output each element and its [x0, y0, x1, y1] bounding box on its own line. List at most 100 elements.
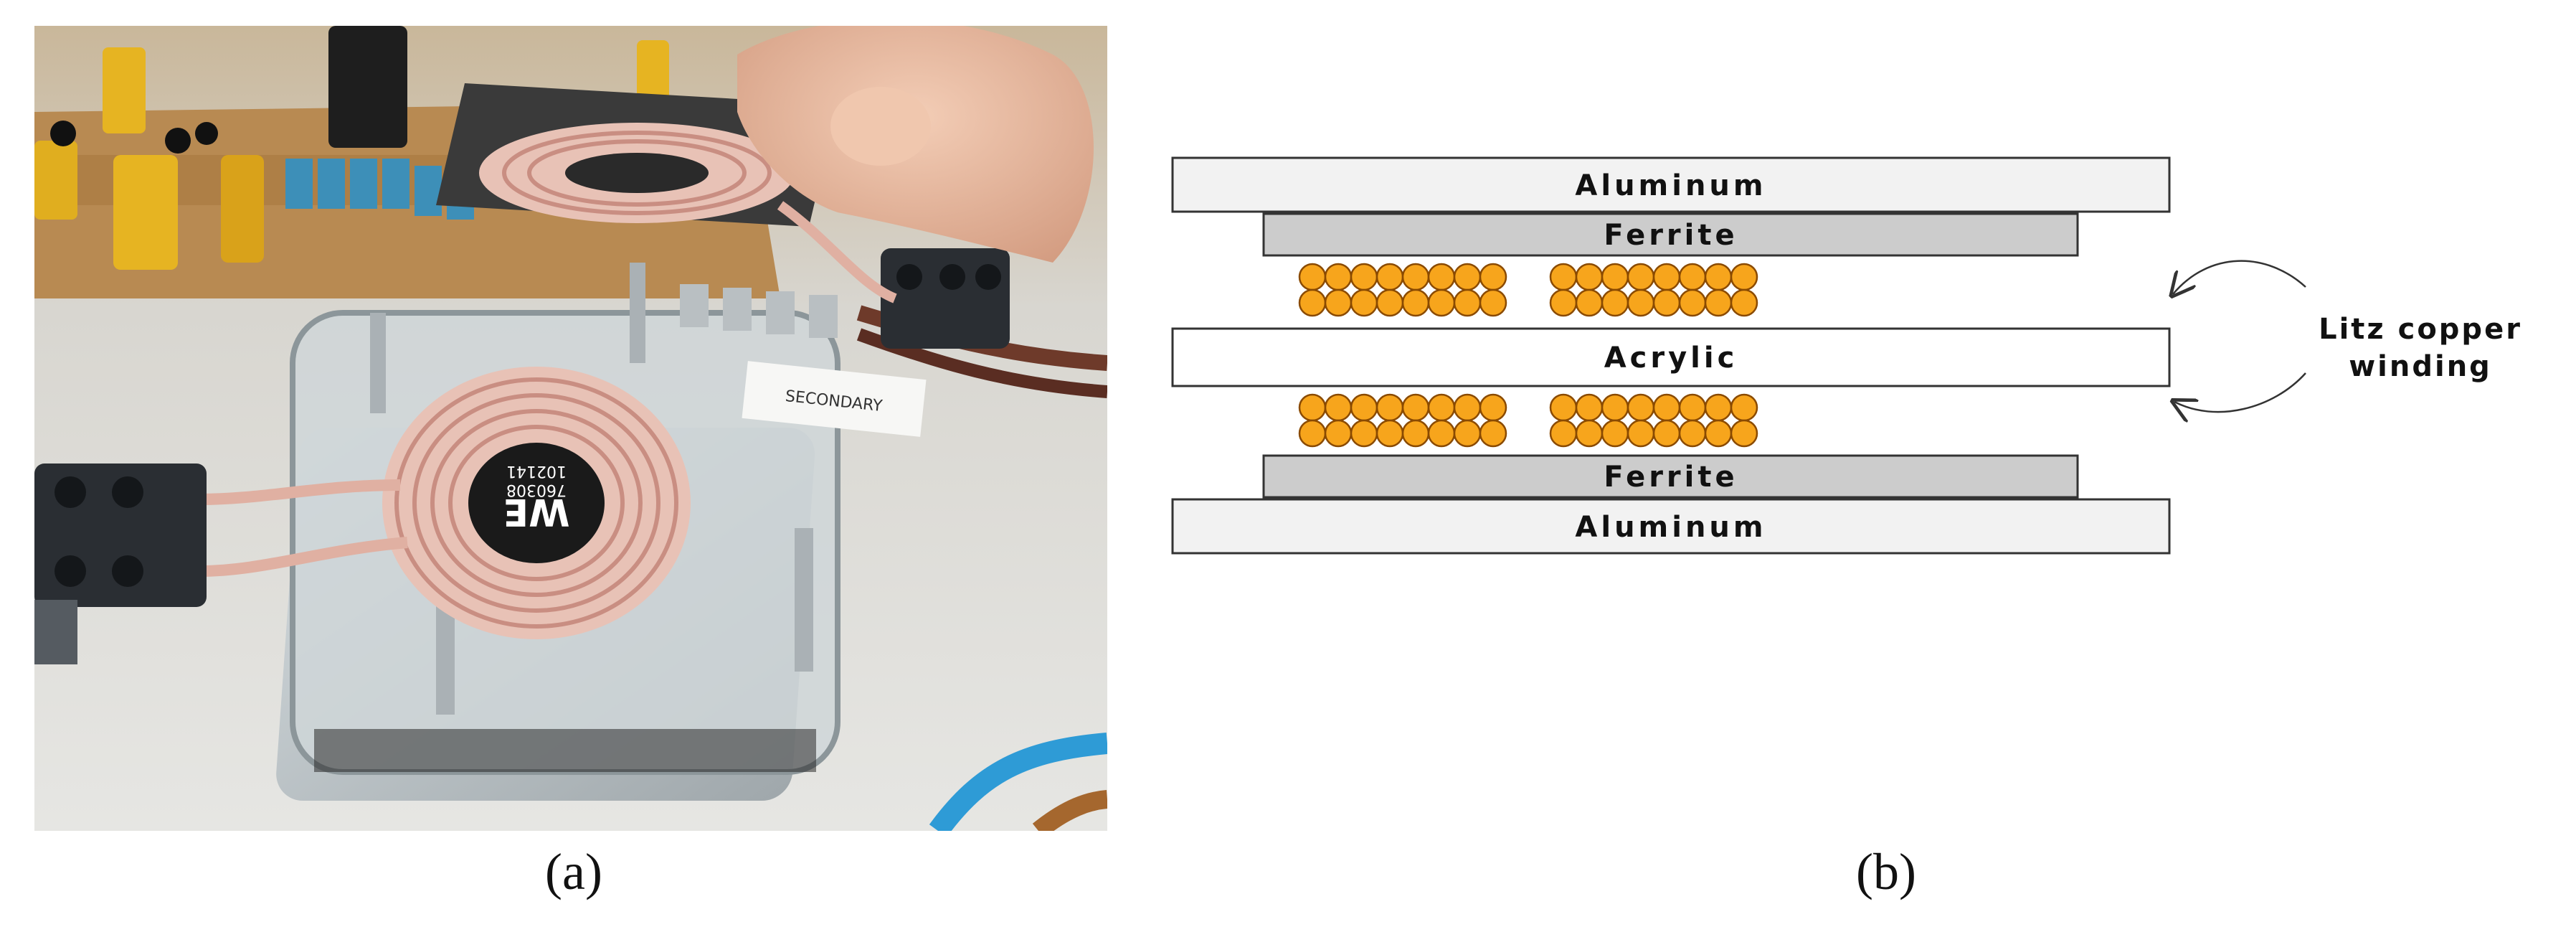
litz-wire-top-b0-r1-5 [1427, 288, 1456, 317]
coil-lot-number: 102141 [506, 462, 567, 480]
litz-wire-bottom-b1-r0-2 [1601, 393, 1629, 422]
litz-wire-top-b0-r1-3 [1375, 288, 1404, 317]
litz-wire-top-b0-r1-6 [1453, 288, 1482, 317]
litz-wire-bottom-b1-r1-1 [1575, 419, 1604, 448]
litz-wire-top-b1-r1-3 [1626, 288, 1655, 317]
label-acrylic: Acrylic [1604, 342, 1738, 375]
litz-wire-bottom-b1-r0-7 [1730, 393, 1758, 422]
layer-top-aluminum [1171, 156, 2171, 213]
litz-wire-top-b1-r0-2 [1601, 263, 1629, 291]
secondary-sign: SECONDARY [742, 361, 927, 437]
callout-arrow-bottom [2174, 372, 2306, 412]
litz-wire-top-b0-r0-3 [1375, 263, 1404, 291]
litz-wire-top-b1-r0-6 [1704, 263, 1733, 291]
photo-panel: WE 760308 102141 [34, 26, 1107, 831]
litz-wire-bottom-b0-r0-3 [1375, 393, 1404, 422]
litz-wire-top-b1-r1-4 [1652, 288, 1681, 317]
cross-section-diagram: Aluminum Ferrite Acrylic Ferrite Aluminu… [1147, 136, 2576, 596]
litz-wire-top-b0-r1-7 [1479, 288, 1507, 317]
litz-wire-top-b1-r0-5 [1678, 263, 1707, 291]
yellow-connectors [34, 40, 669, 270]
litz-wire-bottom-b0-r0-0 [1298, 393, 1327, 422]
litz-wire-bottom-b1-r1-0 [1549, 419, 1578, 448]
label-top-ferrite: Ferrite [1604, 219, 1738, 252]
litz-wire-bottom-b1-r1-5 [1678, 419, 1707, 448]
litz-wire-top-b0-r1-4 [1401, 288, 1430, 317]
hand [737, 26, 1094, 263]
litz-wire-bottom-b1-r1-4 [1652, 419, 1681, 448]
litz-wire-bottom-b1-r1-3 [1626, 419, 1655, 448]
caption-panel-b: (b) [1856, 843, 1916, 900]
litz-wire-bottom-b0-r1-1 [1324, 419, 1353, 448]
litz-wire-bottom-b0-r1-7 [1479, 419, 1507, 448]
electrolytic-capacitor [328, 26, 407, 148]
coil-part-number: 760308 [506, 481, 567, 499]
litz-wire-bottom-b1-r1-2 [1601, 419, 1629, 448]
litz-wire-bottom-b0-r1-0 [1298, 419, 1327, 448]
litz-wire-top-b1-r0-4 [1652, 263, 1681, 291]
primary-coil: WE 760308 102141 [382, 367, 691, 639]
blue-cable [929, 733, 1107, 831]
litz-wire-bottom-b0-r1-2 [1350, 419, 1378, 448]
litz-wire-bottom-b0-r1-3 [1375, 419, 1404, 448]
litz-wire-bottom-b1-r1-6 [1704, 419, 1733, 448]
photo-illustration: WE 760308 102141 [34, 26, 1107, 831]
litz-wire-top-b0-r0-2 [1350, 263, 1378, 291]
litz-wire-top-b0-r0-1 [1324, 263, 1353, 291]
callout-label-line1: Litz copper [2319, 313, 2522, 346]
litz-wire-bottom-b1-r1-7 [1730, 419, 1758, 448]
litz-wire-top-b1-r0-7 [1730, 263, 1758, 291]
litz-wire-bottom-b1-r0-5 [1678, 393, 1707, 422]
wing-nuts [680, 284, 838, 338]
litz-wire-bottom-b0-r0-1 [1324, 393, 1353, 422]
litz-wire-top-b0-r1-0 [1298, 288, 1327, 317]
layer-bottom-ferrite [1262, 454, 2079, 499]
label-top-aluminum: Aluminum [1575, 169, 1766, 202]
litz-wire-bottom-b0-r0-2 [1350, 393, 1378, 422]
litz-wire-bottom-b0-r1-6 [1453, 419, 1482, 448]
litz-wire-bottom-b1-r0-0 [1549, 393, 1578, 422]
litz-wire-bottom-b1-r0-4 [1652, 393, 1681, 422]
label-bottom-ferrite: Ferrite [1604, 461, 1738, 494]
layer-bottom-aluminum [1171, 498, 2171, 555]
litz-wire-bottom-b0-r0-6 [1453, 393, 1482, 422]
litz-wire-top-b0-r0-4 [1401, 263, 1430, 291]
litz-wire-bottom-b1-r0-1 [1575, 393, 1604, 422]
layer-acrylic [1171, 327, 2171, 387]
litz-wire-top-b0-r1-1 [1324, 288, 1353, 317]
litz-wire-top-b1-r0-3 [1626, 263, 1655, 291]
coil-logo: WE [503, 490, 570, 533]
winding-top [1298, 263, 1758, 317]
winding-bottom [1298, 393, 1758, 448]
litz-wire-top-b1-r1-2 [1601, 288, 1629, 317]
litz-wire-top-b1-r1-7 [1730, 288, 1758, 317]
litz-wire-top-b1-r1-6 [1704, 288, 1733, 317]
litz-wire-top-b0-r0-0 [1298, 263, 1327, 291]
litz-wire-bottom-b0-r0-4 [1401, 393, 1430, 422]
litz-wire-bottom-b0-r0-5 [1427, 393, 1456, 422]
black-posts [50, 121, 218, 154]
litz-wire-bottom-b0-r1-4 [1401, 419, 1430, 448]
litz-wire-top-b1-r0-1 [1575, 263, 1604, 291]
cross-section-svg: Aluminum Ferrite Acrylic Ferrite Aluminu… [1171, 156, 2522, 555]
litz-wire-top-b1-r1-1 [1575, 288, 1604, 317]
secondary-coil [436, 83, 897, 303]
litz-wire-top-b0-r0-7 [1479, 263, 1507, 291]
litz-wire-bottom-b0-r0-7 [1479, 393, 1507, 422]
caption-panel-a: (a) [545, 843, 602, 900]
litz-wire-top-b1-r1-0 [1549, 288, 1578, 317]
callout-label-line2: winding [2349, 350, 2492, 383]
terminal-block-right [881, 248, 1010, 349]
litz-wire-top-b0-r1-2 [1350, 288, 1378, 317]
litz-wire-bottom-b0-r1-5 [1427, 419, 1456, 448]
litz-wire-top-b0-r0-5 [1427, 263, 1456, 291]
litz-wire-top-b1-r0-0 [1549, 263, 1578, 291]
litz-wire-top-b1-r1-5 [1678, 288, 1707, 317]
callout-arrow-top [2173, 260, 2306, 294]
layer-top-ferrite [1262, 212, 2079, 257]
litz-wire-top-b0-r0-6 [1453, 263, 1482, 291]
litz-wire-bottom-b1-r0-6 [1704, 393, 1733, 422]
litz-wire-bottom-b1-r0-3 [1626, 393, 1655, 422]
label-bottom-aluminum: Aluminum [1575, 511, 1766, 544]
terminal-block-left [34, 464, 207, 664]
